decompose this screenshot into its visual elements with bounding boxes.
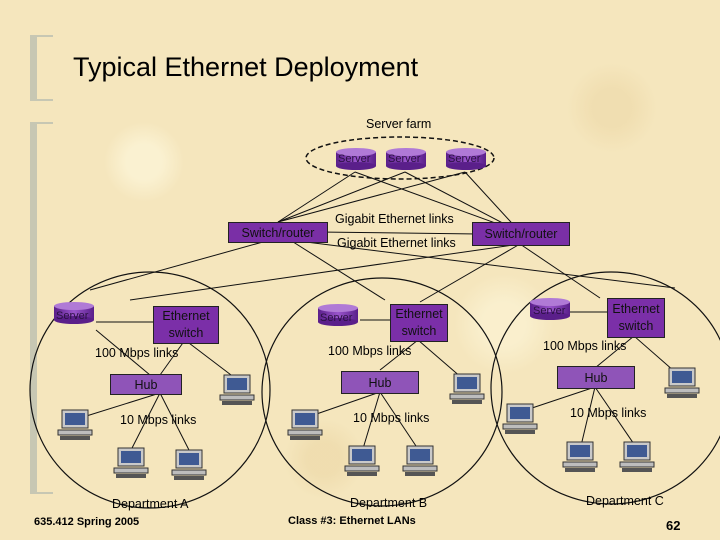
- dept-a-hub-links-label: 10 Mbps links: [120, 413, 197, 427]
- left-switch-router: Switch/router: [228, 222, 328, 243]
- gigabit-links-label-bottom: Gigabit Ethernet links: [337, 236, 456, 250]
- dept-b-pc-1-icon: [449, 373, 485, 405]
- title-bracket: [30, 35, 53, 101]
- dept-b-uplinks-label: 100 Mbps links: [328, 344, 412, 358]
- dept-c-hub: Hub: [557, 366, 635, 389]
- dept-a-name: Department A: [112, 497, 189, 511]
- course-footer: 635.412 Spring 2005: [34, 516, 140, 528]
- class-title-footer: Class #3: Ethernet LANs: [288, 515, 416, 527]
- dept-c-hub-links-label: 10 Mbps links: [570, 406, 647, 420]
- department-c-boundary: [490, 271, 720, 505]
- dept-a-ethernet-switch: Ethernet switch: [153, 306, 219, 344]
- dept-c-name: Department C: [586, 494, 664, 508]
- dept-c-ethernet-switch: Ethernet switch: [607, 298, 665, 338]
- department-b-boundary: [261, 277, 503, 507]
- dept-b-server-label: Server: [320, 312, 353, 324]
- dept-a-uplinks-label: 100 Mbps links: [95, 346, 179, 360]
- dept-b-pc-2-icon: [287, 409, 323, 441]
- dept-a-server-label: Server: [56, 310, 89, 322]
- dept-b-hub-links-label: 10 Mbps links: [353, 411, 430, 425]
- right-switch-router: Switch/router: [472, 222, 570, 246]
- farm-server-3-label: Server: [448, 153, 481, 165]
- dept-a-hub: Hub: [110, 374, 182, 395]
- dept-b-pc-4-icon: [402, 445, 438, 477]
- farm-server-1-label: Server: [338, 153, 371, 165]
- page-number: 62: [666, 518, 681, 533]
- server-farm-boundary: [305, 136, 495, 180]
- server-farm-label: Server farm: [366, 117, 432, 131]
- gigabit-links-label-top: Gigabit Ethernet links: [335, 212, 454, 226]
- dept-a-pc-2-icon: [57, 409, 93, 441]
- dept-c-pc-4-icon: [619, 441, 655, 473]
- dept-c-uplinks-label: 100 Mbps links: [543, 339, 627, 353]
- slide-title: Typical Ethernet Deployment: [73, 52, 419, 82]
- dept-c-pc-1-icon: [664, 367, 700, 399]
- department-a-boundary: [29, 271, 271, 509]
- farm-server-2-label: Server: [388, 153, 421, 165]
- dept-c-pc-3-icon: [562, 441, 598, 473]
- dept-a-pc-3-icon: [113, 447, 149, 479]
- dept-b-hub: Hub: [341, 371, 419, 394]
- dept-c-server-label: Server: [533, 305, 566, 317]
- dept-a-pc-4-icon: [171, 449, 207, 481]
- dept-b-pc-3-icon: [344, 445, 380, 477]
- dept-b-ethernet-switch: Ethernet switch: [390, 304, 448, 342]
- dept-a-pc-1-icon: [219, 374, 255, 406]
- diagram-bracket: [30, 122, 53, 494]
- dept-b-name: Department B: [350, 496, 428, 510]
- dept-c-pc-2-icon: [502, 403, 538, 435]
